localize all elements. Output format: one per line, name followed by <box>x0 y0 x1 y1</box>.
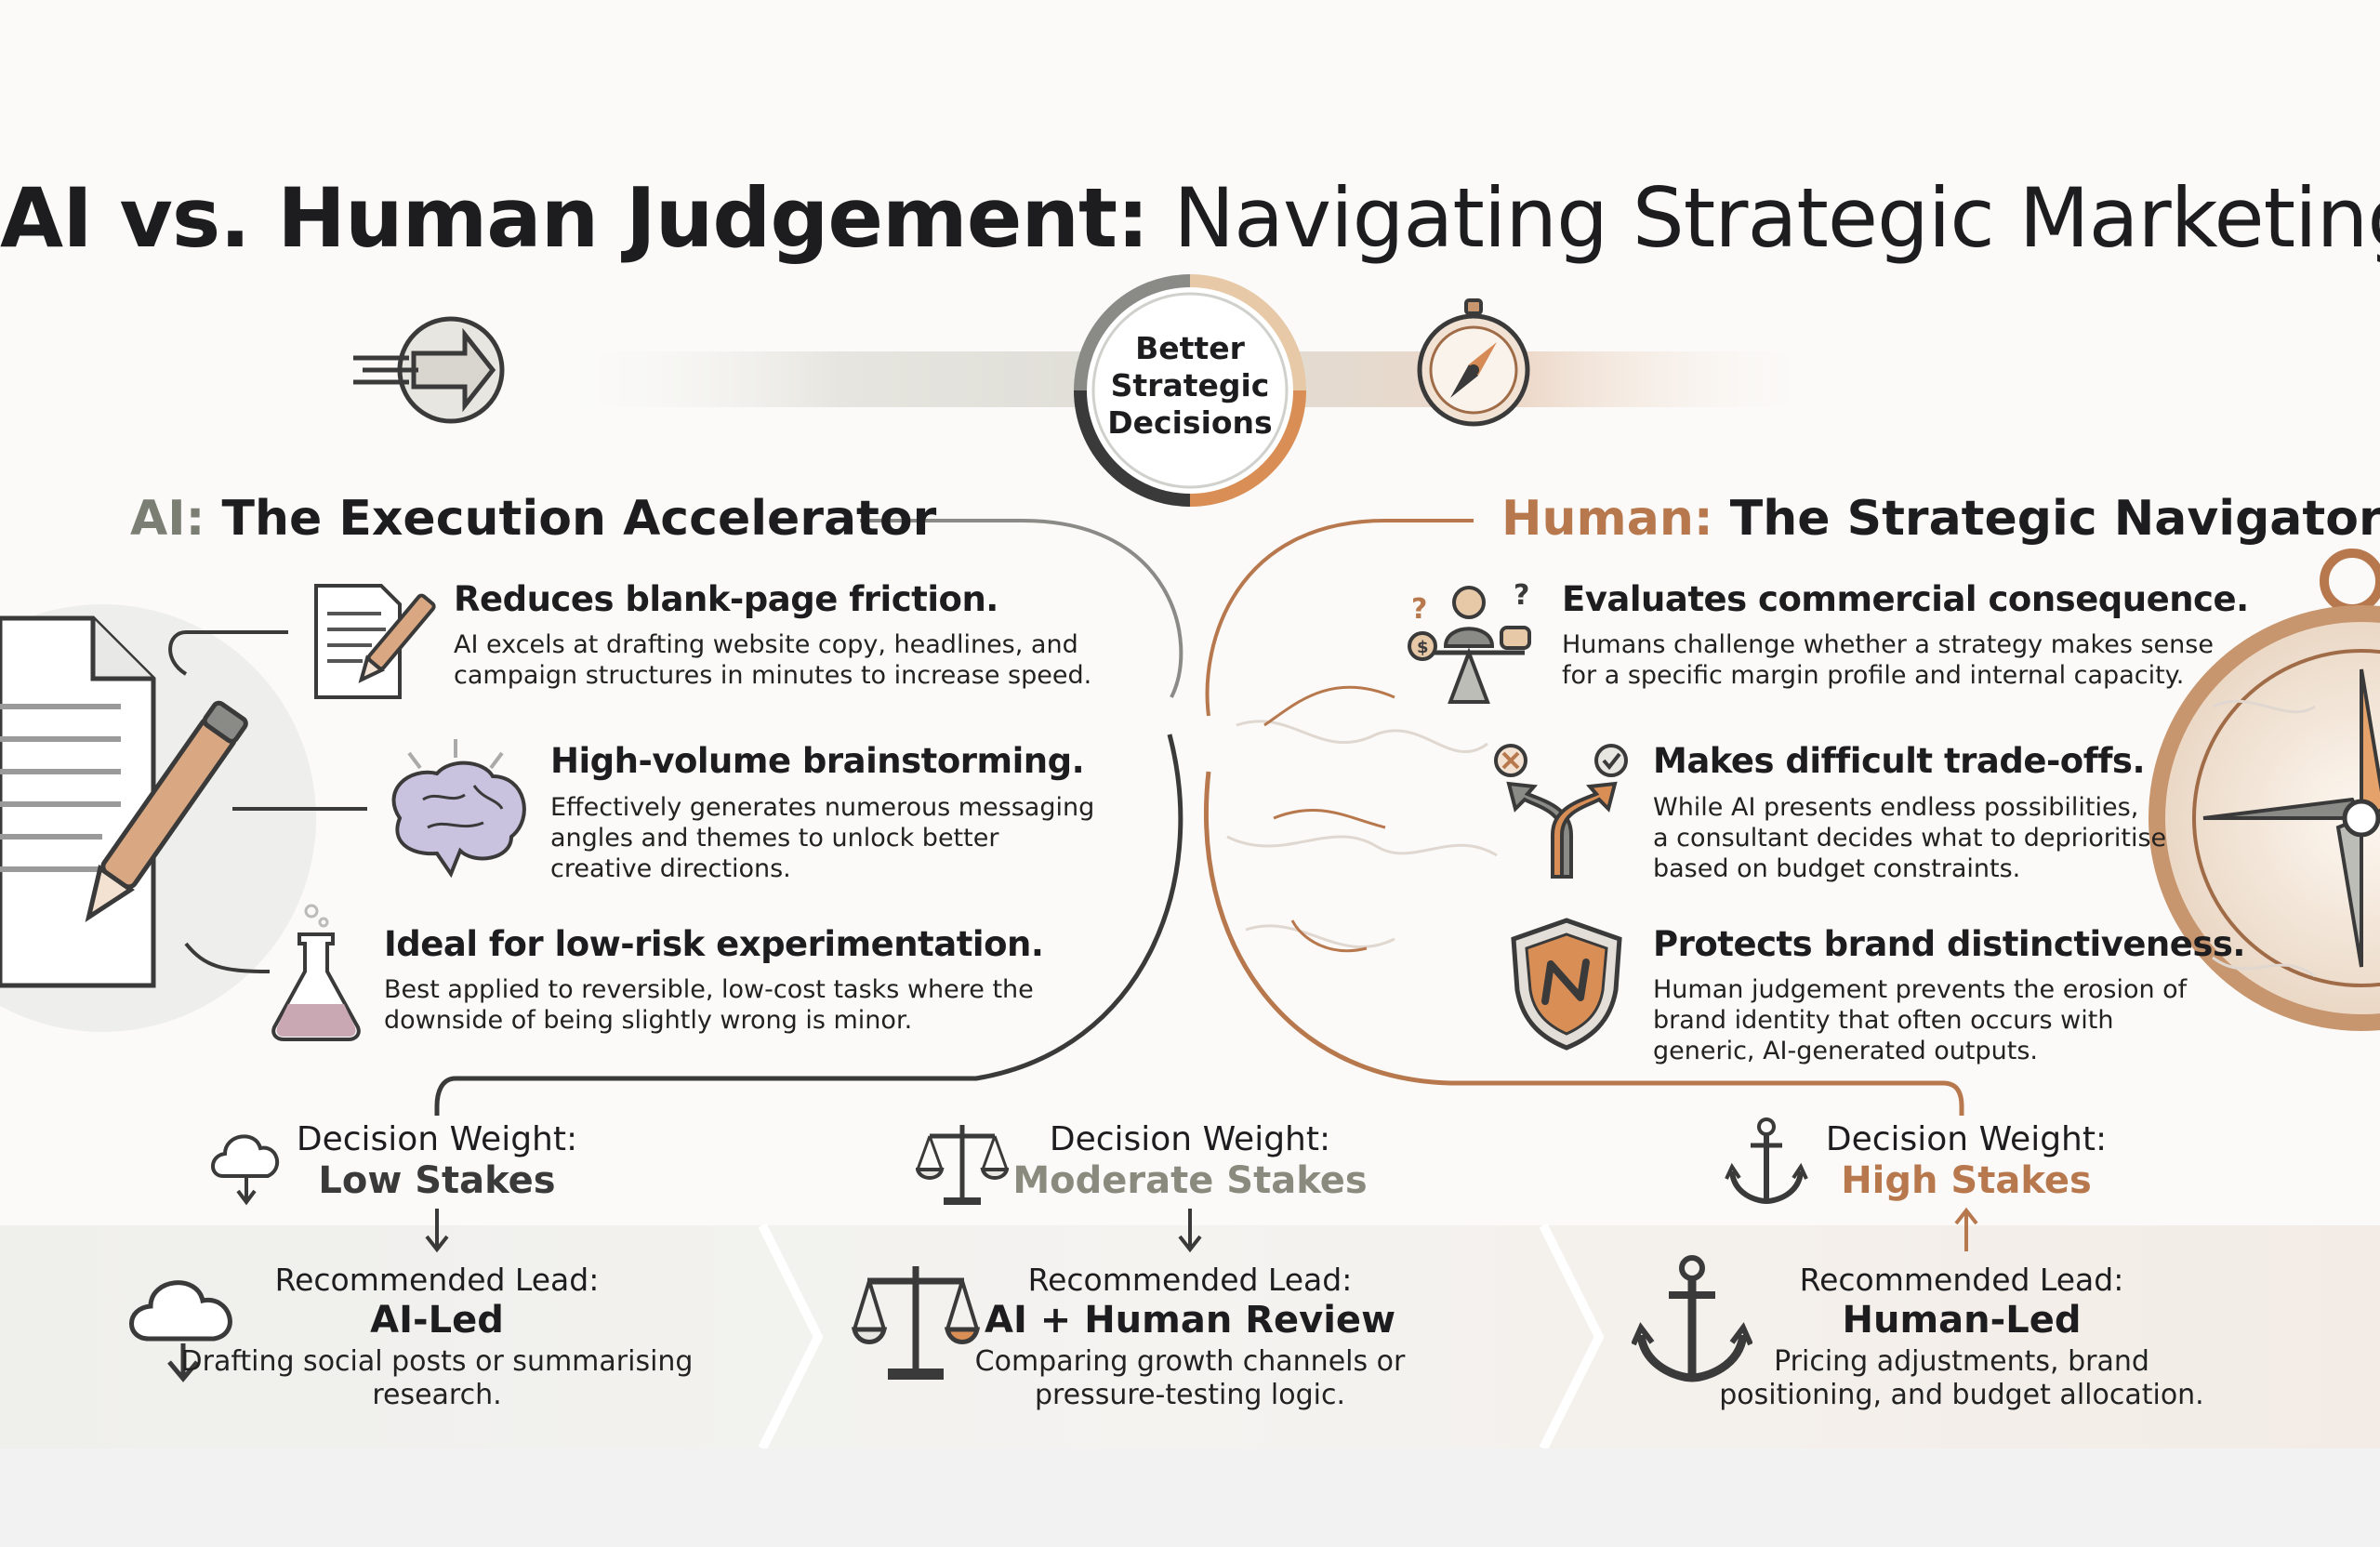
decision-weight-2-value: Moderate Stakes <box>995 1159 1385 1202</box>
ai-item-3-line-2: downside of being slightly wrong is mino… <box>384 1006 913 1035</box>
decision-weight-3-label: Decision Weight: <box>1825 1120 2108 1158</box>
ai-heading-rest: The Execution Accelerator <box>221 491 937 547</box>
footer-band <box>0 1225 2380 1448</box>
decision-weight-3-value: High Stakes <box>1841 1159 2092 1202</box>
balance-scale-icon <box>851 1266 981 1380</box>
human-item-3-line-1: Human judgement prevents the erosion of <box>1653 975 2188 1004</box>
ai-item-2-title: High-volume brainstorming. <box>550 741 1085 781</box>
arrow-up-icon <box>1954 1207 1978 1251</box>
human-item-1-title: Evaluates commercial consequence. <box>1562 579 2249 619</box>
human-item-2-line-3: based on budget constraints. <box>1653 854 2021 883</box>
ai-item-1-line-2: campaign structures in minutes to increa… <box>454 661 1092 690</box>
ai-item-3-title: Ideal for low-risk experimentation. <box>384 924 1044 964</box>
human-item-2-line-1: While AI presents endless possibilities, <box>1653 793 2139 822</box>
ai-item-2-line-1: Effectively generates numerous messaging <box>550 793 1095 822</box>
person-scale-icon: ? ? $ <box>1408 579 1531 704</box>
human-column-heading: Human: The Strategic Navigator <box>1501 491 2380 547</box>
page-title: AI vs. Human Judgement: Navigating Strat… <box>0 170 2380 266</box>
ai-item-2-line-3: creative directions. <box>550 854 791 883</box>
recommendation-2-label: Recommended Lead: <box>1027 1262 1353 1298</box>
human-heading-accent: Human: <box>1501 491 1713 547</box>
ai-item-1-title: Reduces blank-page friction. <box>454 579 998 619</box>
balance-scale-icon <box>916 1125 1009 1205</box>
human-item-3-title: Protects brand distinctiveness. <box>1653 924 2245 964</box>
recommendation-3-desc: Pricing adjustments, brand positioning, … <box>1719 1345 2204 1411</box>
svg-text:?: ? <box>1514 579 1529 612</box>
decision-weight-1-label: Decision Weight: <box>296 1120 578 1158</box>
recommendation-3-label: Recommended Lead: <box>1799 1262 2124 1298</box>
recommendation-1-label: Recommended Lead: <box>274 1262 600 1298</box>
ai-heading-accent: AI: <box>130 491 205 547</box>
decision-weight-2-rest: Stakes <box>1226 1159 1368 1202</box>
ai-item-3-line-1: Best applied to reversible, low-cost tas… <box>384 975 1034 1004</box>
ai-item-2-line-2: angles and themes to unlock better <box>550 824 999 853</box>
cloud-download-icon <box>211 1134 279 1206</box>
document-illustration <box>0 604 316 1032</box>
human-item-2-line-2: a consultant decides what to deprioritis… <box>1653 824 2167 853</box>
title-light: Navigating Strategic Marketing <box>1173 170 2380 266</box>
hub-ring <box>1074 274 1306 507</box>
human-item-1-line-1: Humans challenge whether a strategy make… <box>1562 630 2214 659</box>
human-item-3-line-2: brand identity that often occurs with <box>1653 1006 2114 1035</box>
title-bold: AI vs. Human Judgement: <box>0 170 1149 266</box>
svg-text:?: ? <box>1411 593 1427 626</box>
human-heading-rest: The Strategic Navigator <box>1729 491 2380 547</box>
compass-illustration <box>2149 549 2380 1031</box>
document-pen-icon <box>314 584 436 699</box>
svg-text:$: $ <box>1417 638 1429 657</box>
brain-icon <box>391 739 526 879</box>
recommendation-1-value: AI-Led <box>370 1299 504 1342</box>
shield-icon <box>1511 918 1622 1051</box>
compass-small-icon <box>1417 298 1530 427</box>
anchor-icon <box>1725 1117 1808 1205</box>
arrow-down-icon <box>1178 1209 1202 1253</box>
decision-weight-2-label: Decision Weight: <box>1049 1120 1331 1158</box>
decision-weight-2-accent: Moderate <box>1012 1159 1214 1202</box>
recommendation-1-desc: Drafting social posts or summarising res… <box>180 1345 694 1411</box>
speed-arrow-icon <box>353 316 505 424</box>
human-item-2-title: Makes difficult trade-offs. <box>1653 741 2146 781</box>
recommendation-2-value: AI + Human Review <box>984 1299 1396 1342</box>
ai-column-heading: AI: The Execution Accelerator <box>130 491 936 547</box>
arrow-down-icon <box>425 1209 449 1253</box>
flask-icon <box>271 904 361 1041</box>
hub-text: Better Strategic Decisions <box>1107 330 1273 441</box>
ai-item-1-line-1: AI excels at drafting website copy, head… <box>454 630 1078 659</box>
decision-weight-1-value: Low Stakes <box>318 1159 556 1202</box>
human-item-3-line-3: generic, AI-generated outputs. <box>1653 1037 2039 1065</box>
recommendation-3-value: Human-Led <box>1842 1299 2082 1342</box>
human-item-1-line-2: for a specific margin profile and intern… <box>1562 661 2185 690</box>
recommendation-2-desc: Comparing growth channels or pressure-te… <box>974 1345 1406 1411</box>
split-arrow-icon <box>1494 744 1628 879</box>
anchor-icon <box>1632 1255 1752 1382</box>
cloud-download-icon <box>129 1280 232 1382</box>
